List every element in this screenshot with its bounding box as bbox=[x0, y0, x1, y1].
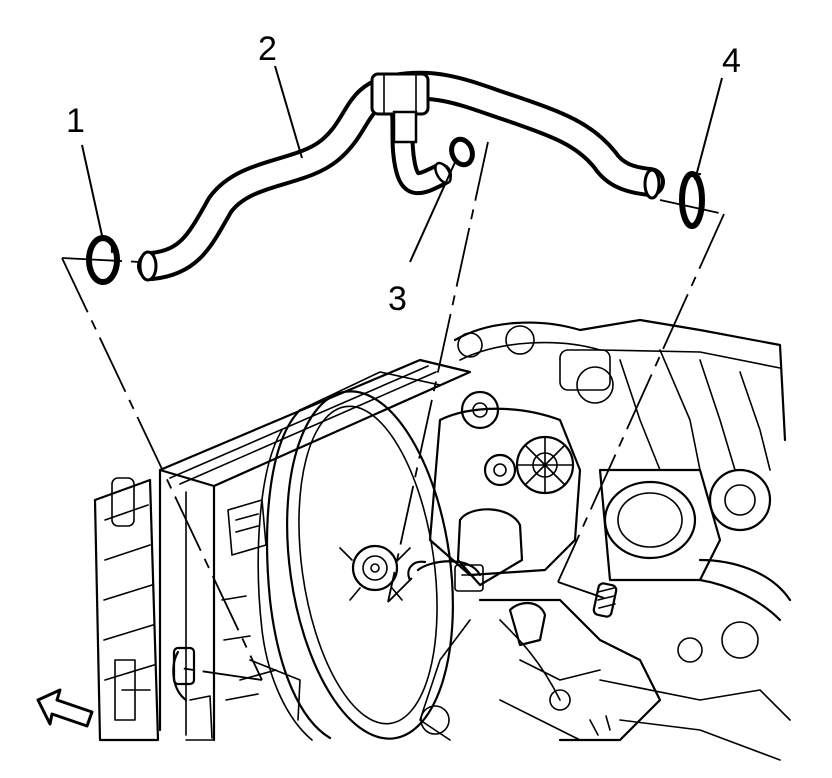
leader-3 bbox=[409, 159, 457, 263]
engine-assembly bbox=[407, 318, 792, 761]
callout-4: 4 bbox=[722, 42, 741, 80]
callout-1: 1 bbox=[66, 102, 85, 140]
leader-1 bbox=[81, 144, 104, 241]
clamp-3 bbox=[449, 136, 475, 168]
clamp-4 bbox=[679, 171, 705, 229]
assembly-lines bbox=[61, 141, 725, 681]
front-direction-arrow-icon bbox=[36, 688, 94, 728]
callout-3: 3 bbox=[388, 280, 407, 318]
radiator bbox=[93, 358, 472, 742]
leader-2 bbox=[274, 65, 303, 159]
callout-2: 2 bbox=[258, 30, 277, 68]
hose-assembly bbox=[137, 70, 665, 282]
leader-4 bbox=[694, 77, 723, 181]
